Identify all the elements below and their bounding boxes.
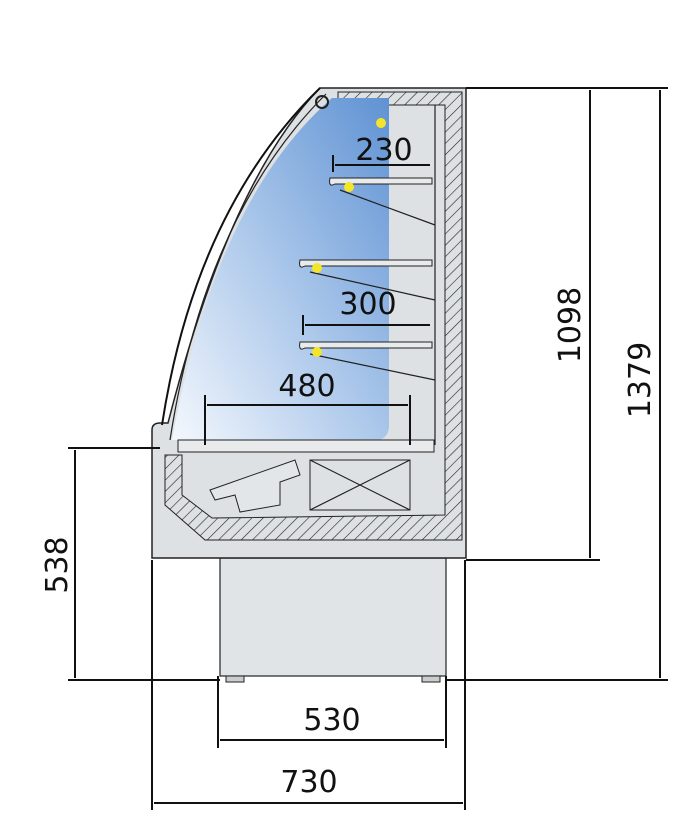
dim-1379: 1379 xyxy=(623,342,658,418)
dim-300: 300 xyxy=(339,287,396,322)
curved-glass-front xyxy=(161,87,321,426)
dim-480: 480 xyxy=(278,369,335,404)
base-plinth xyxy=(219,557,447,677)
dim-730: 730 xyxy=(280,765,337,800)
shelf-bottom xyxy=(299,341,436,381)
fan xyxy=(209,459,301,513)
light-icon xyxy=(312,263,322,273)
light-icon xyxy=(312,347,322,357)
hinge-icon xyxy=(315,95,329,109)
light-icon xyxy=(344,182,354,192)
evaporator xyxy=(309,459,411,511)
dim-530: 530 xyxy=(303,703,360,738)
deck xyxy=(177,439,435,453)
dim-230: 230 xyxy=(355,133,412,168)
shelf-top xyxy=(329,177,436,226)
dim-1098: 1098 xyxy=(553,287,588,363)
evaporator-cross xyxy=(309,459,411,511)
dim-538: 538 xyxy=(40,536,75,593)
light-icon xyxy=(376,118,386,128)
shelf-middle xyxy=(299,259,436,301)
inner-glass-line xyxy=(169,93,327,441)
foot-left xyxy=(225,675,245,683)
dimension-lines xyxy=(68,87,668,810)
insulation-wall xyxy=(164,91,463,541)
foot-right xyxy=(421,675,441,683)
